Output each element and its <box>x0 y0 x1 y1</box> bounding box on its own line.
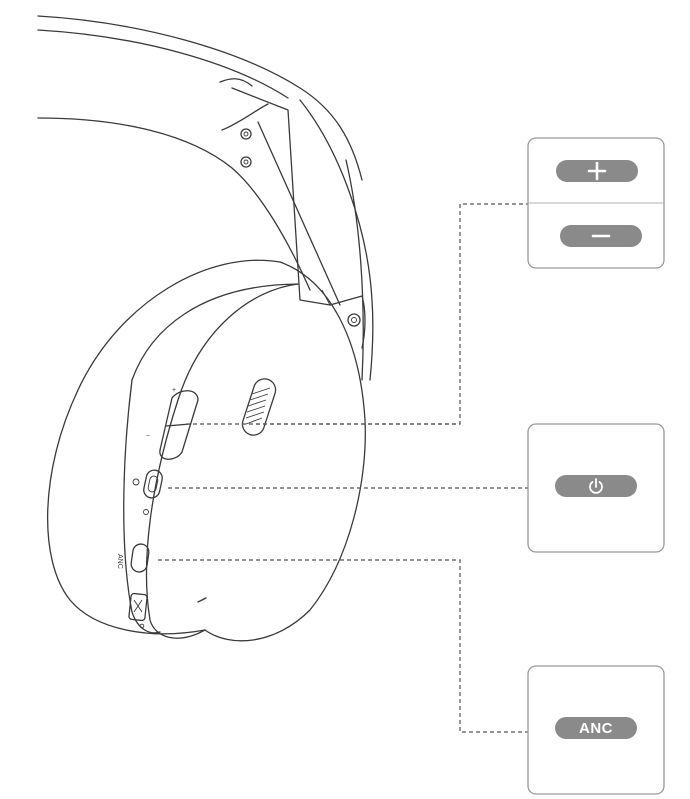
leader-anc <box>158 559 528 733</box>
headband <box>37 15 374 381</box>
volume-callout-panel <box>527 137 665 269</box>
anc-callout-panel: ANC <box>527 665 665 795</box>
usb-c-port <box>128 592 148 629</box>
screw-upper <box>240 128 252 140</box>
mic-hole <box>197 597 207 603</box>
indicator-led <box>143 509 149 515</box>
device-plus-mark: + <box>172 387 176 394</box>
volume-rocker-on-device: + − <box>146 387 199 460</box>
anc-button[interactable]: ANC <box>555 717 637 739</box>
screw-lower <box>240 156 252 168</box>
anc-button-on-device: ANC <box>116 543 150 573</box>
power-button[interactable] <box>555 475 637 497</box>
power-button-on-device <box>132 469 163 499</box>
power-callout-panel <box>527 423 665 553</box>
leader-lines <box>158 203 528 733</box>
volume-down-button[interactable] <box>560 225 642 247</box>
ear-cup: + − ANC <box>47 259 366 642</box>
device-minus-mark: − <box>146 433 150 440</box>
anc-button-label: ANC <box>579 720 613 737</box>
power-icon <box>589 478 603 494</box>
plus-icon <box>587 161 607 181</box>
pivot-grille <box>241 378 277 436</box>
volume-up-button[interactable] <box>556 160 638 182</box>
device-anc-mark: ANC <box>116 554 123 569</box>
leader-volume <box>186 203 528 425</box>
hinge-screw <box>347 313 361 327</box>
